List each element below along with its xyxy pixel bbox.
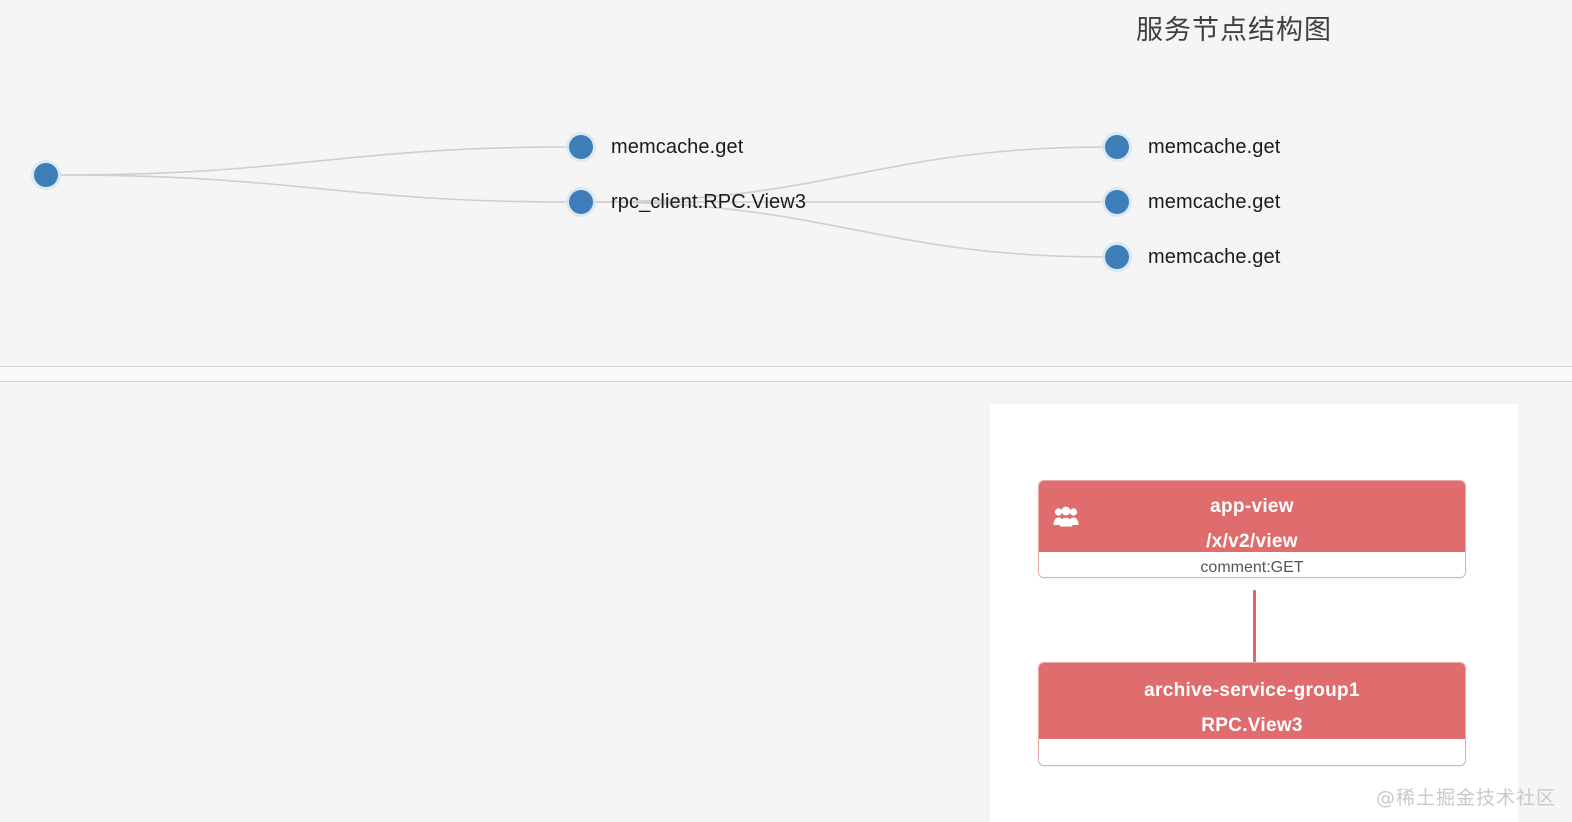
tree-node-memcache-get-4[interactable] (1105, 245, 1129, 269)
app-view-card-footer: comment:GET (1039, 552, 1465, 577)
tree-node-label: rpc_client.RPC.View3 (611, 191, 807, 213)
users-group-icon (1053, 506, 1079, 526)
tree-node-rpc-client-view3[interactable] (569, 190, 593, 214)
tree-node-memcache-get-1[interactable] (569, 135, 593, 159)
tree-node-memcache-get-2[interactable] (1105, 135, 1129, 159)
app-view-card-header: app-view /x/v2/view (1039, 481, 1465, 552)
tree-link (57, 146, 570, 176)
app-view-card[interactable]: app-view /x/v2/view comment:GET (1038, 480, 1466, 578)
tree-node-label: memcache.get (611, 136, 744, 158)
tree-link (592, 146, 1106, 203)
archive-service-card-title: archive-service-group1 (1144, 680, 1360, 701)
tree-link (592, 201, 1106, 258)
panel-divider (0, 366, 1572, 382)
archive-service-card-footer (1039, 739, 1465, 765)
archive-service-group1-card[interactable]: archive-service-group1 RPC.View3 (1038, 662, 1466, 766)
app-view-card-subtitle: /x/v2/view (1206, 531, 1298, 552)
archive-service-card-subtitle: RPC.View3 (1201, 715, 1303, 736)
tree-node-memcache-get-3[interactable] (1105, 190, 1129, 214)
archive-service-card-header: archive-service-group1 RPC.View3 (1039, 663, 1465, 739)
tree-node-label: memcache.get (1148, 191, 1281, 213)
tree-link (57, 174, 570, 203)
service-topology-panel: app-view /x/v2/view comment:GET archive-… (0, 383, 1572, 822)
page-title: 服务节点结构图 (1136, 15, 1332, 45)
service-node-tree-panel: 服务节点结构图 memcache.get rpc_client.RPC.View… (0, 0, 1572, 366)
tree-node-root[interactable] (34, 163, 58, 187)
service-card-canvas: app-view /x/v2/view comment:GET archive-… (990, 404, 1518, 822)
watermark: @稀土掘金技术社区 (1375, 787, 1556, 809)
app-view-card-title: app-view (1210, 496, 1294, 517)
tree-link-layer (57, 146, 1106, 258)
tree-node-label: memcache.get (1148, 246, 1281, 268)
tree-node-label: memcache.get (1148, 136, 1281, 158)
card-connector-line (1253, 590, 1256, 662)
